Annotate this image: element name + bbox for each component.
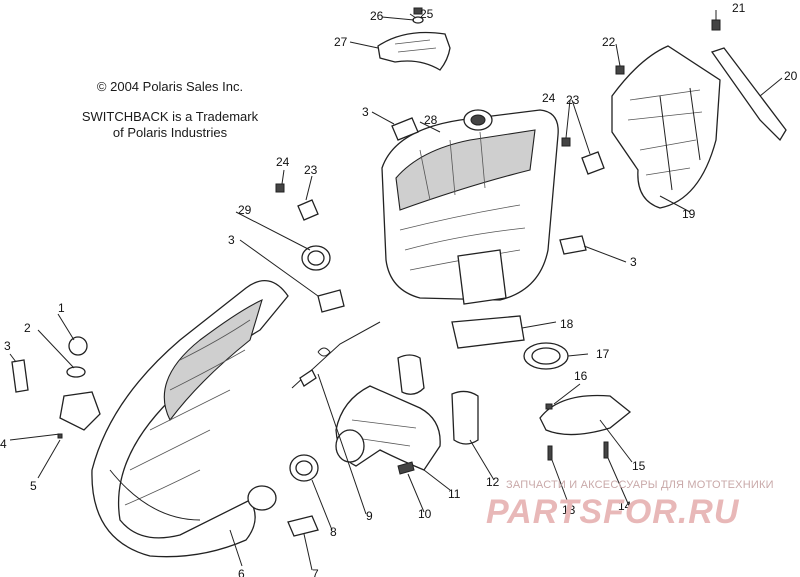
sensor-lead xyxy=(291,321,381,389)
mount-plate xyxy=(539,394,632,436)
callout-29: 29 xyxy=(238,203,252,217)
callout-3: 3 xyxy=(4,339,11,353)
gasket-flat xyxy=(451,315,525,349)
grommet-left xyxy=(275,183,319,221)
callout-17: 17 xyxy=(596,347,610,361)
callout-5: 5 xyxy=(30,479,37,493)
spring-right xyxy=(559,235,587,255)
watermark-caption: ЗАПЧАСТИ И АКСЕССУАРЫ ДЛЯ МОТОТЕХНИКИ xyxy=(506,479,774,491)
leader-lines xyxy=(9,10,783,571)
callout-24: 24 xyxy=(276,155,290,169)
callout-3: 3 xyxy=(228,233,235,247)
callout-20: 20 xyxy=(784,69,798,83)
callout-14: 14 xyxy=(618,499,632,513)
spring-left xyxy=(11,359,29,393)
muffler xyxy=(381,109,559,305)
callout-16: 16 xyxy=(574,369,588,383)
grommet-right xyxy=(561,137,605,175)
callout-12: 12 xyxy=(486,475,500,489)
bolt-bracket xyxy=(711,19,721,31)
callout-22: 22 xyxy=(602,35,616,49)
trademark-line-1: SWITCHBACK is a Trademark xyxy=(81,109,259,124)
manifold-bolt xyxy=(397,461,415,475)
side-heat-shield xyxy=(611,45,787,209)
callout-24: 24 xyxy=(542,91,556,105)
callout-10: 10 xyxy=(418,507,432,521)
pipe-ring xyxy=(289,454,319,482)
watermark-logo: PARTSFOR.RU xyxy=(486,493,740,531)
callout-3: 3 xyxy=(630,255,637,269)
exhaust-ring xyxy=(301,245,331,271)
callout-15: 15 xyxy=(632,459,646,473)
stud-right xyxy=(603,441,609,459)
copyright-notice: © 2004 Polaris Sales Inc. xyxy=(96,79,244,94)
nut-shield xyxy=(615,65,625,75)
callout-28: 28 xyxy=(424,113,438,127)
trademark-line-2: of Polaris Industries xyxy=(112,125,228,140)
callout-27: 27 xyxy=(334,35,348,49)
callout-9: 9 xyxy=(366,509,373,523)
callout-11: 11 xyxy=(448,487,461,501)
callout-2: 2 xyxy=(24,321,31,335)
callout-13: 13 xyxy=(562,503,576,517)
callout-1: 1 xyxy=(58,301,65,315)
callout-6: 6 xyxy=(238,567,245,577)
gasket-lower xyxy=(451,390,479,445)
callout-8: 8 xyxy=(330,525,337,539)
callout-23: 23 xyxy=(304,163,318,177)
callout-26: 26 xyxy=(370,9,384,23)
exhaust-pipe xyxy=(91,280,289,558)
seal-ring xyxy=(523,342,569,370)
nut-and-bolt-top xyxy=(412,7,424,24)
callout-18: 18 xyxy=(560,317,574,331)
callout-25: 25 xyxy=(420,7,434,21)
gasket-upper xyxy=(397,354,425,395)
spring-top xyxy=(391,117,419,141)
heat-shield-top xyxy=(377,31,451,71)
callout-19: 19 xyxy=(682,207,696,221)
spring-mid xyxy=(317,289,345,313)
exhaust-manifold xyxy=(335,385,441,471)
mount-assembly xyxy=(57,336,101,439)
spring-bottom xyxy=(287,515,319,537)
stud-left xyxy=(547,445,553,461)
callout-3: 3 xyxy=(362,105,369,119)
callout-21: 21 xyxy=(732,1,746,15)
nut-plate xyxy=(545,403,553,410)
callout-7: 7 xyxy=(312,567,319,577)
callout-4: 4 xyxy=(0,437,7,451)
callout-23: 23 xyxy=(566,93,580,107)
